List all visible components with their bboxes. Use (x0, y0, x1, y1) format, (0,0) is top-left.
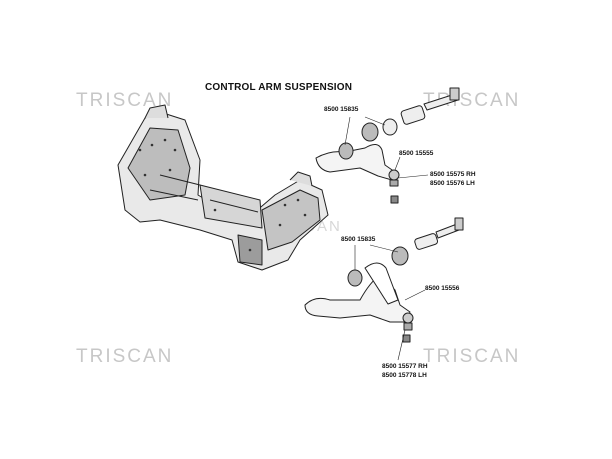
leader-lines (344, 116, 429, 361)
label-upper-balljoint: 8500 15555 (399, 150, 434, 157)
lower-control-arm (304, 217, 464, 343)
watermark-top-left: TRISCAN (76, 90, 174, 111)
label-lower-arm-rh: 8500 15577 RH (382, 363, 428, 370)
watermark-top-right: TRISCAN (423, 90, 521, 111)
label-upper-arm-rh: 8500 15575 RH (430, 171, 476, 178)
upper-control-arm (315, 87, 460, 204)
watermark-bottom-right: TRISCAN (423, 346, 521, 367)
label-upper-arm-lh: 8500 15576 LH (430, 180, 475, 187)
label-lower-balljoint: 8500 15556 (425, 285, 460, 292)
diagram-title: CONTROL ARM SUSPENSION (205, 82, 353, 93)
label-lower-arm-lh: 8500 15778 LH (382, 372, 427, 379)
watermark-bottom-left: TRISCAN (76, 346, 174, 367)
subframe (117, 104, 329, 271)
label-upper-bushing: 8500 15835 (324, 106, 359, 113)
label-lower-bushing: 8500 15835 (341, 236, 376, 243)
